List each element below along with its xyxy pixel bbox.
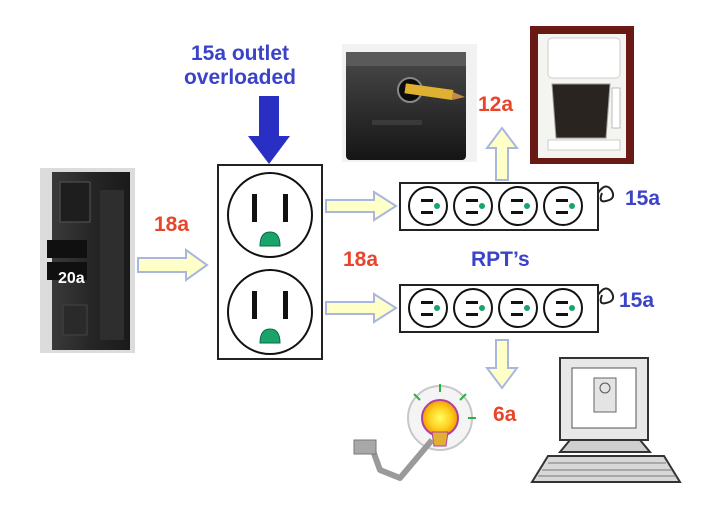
upper-strip-rating-label: 15a <box>625 187 661 210</box>
overload-caption-line2: overloaded <box>183 66 297 89</box>
feed-current-label: 18a <box>154 213 190 236</box>
overload-caption-line1: 15a outlet <box>190 42 290 65</box>
desk-lamp-icon <box>353 384 476 481</box>
outlet-receptacle-top <box>227 172 313 258</box>
strip-cord <box>597 185 615 203</box>
strip-socket <box>453 186 493 226</box>
rpt-caption: RPT’s <box>471 248 530 271</box>
computer-icon <box>530 357 682 483</box>
strip-current-label: 18a <box>343 248 379 271</box>
lower-strip-rating-label: 15a <box>619 289 655 312</box>
breaker-rating-label: 20a <box>58 270 85 287</box>
strip-socket <box>453 288 493 328</box>
strip-socket <box>408 288 448 328</box>
strip-socket <box>498 288 538 328</box>
strip-socket <box>543 288 583 328</box>
lamp-current-label: 6a <box>493 403 517 426</box>
flow-arrow-to-coffee-maker <box>485 126 519 181</box>
outlet-receptacle-bottom <box>227 269 313 355</box>
coffee-current-label: 12a <box>478 93 514 116</box>
circuit-breaker-icon <box>40 168 135 353</box>
flow-arrow-breaker-to-outlet <box>137 248 209 282</box>
coffee-maker-icon <box>530 26 634 164</box>
flow-arrow-to-lamp <box>485 339 519 390</box>
strip-socket <box>408 186 448 226</box>
strip-socket <box>543 186 583 226</box>
power-strip-upper <box>399 182 615 231</box>
overload-caption: 15a outlet overloaded <box>170 42 310 90</box>
pencil-sharpener-icon <box>342 44 477 162</box>
flow-arrow-outlet-to-upper-strip <box>325 190 398 222</box>
strip-socket <box>498 186 538 226</box>
overload-arrow <box>248 96 290 164</box>
flow-arrow-outlet-to-lower-strip <box>325 292 398 324</box>
strip-cord <box>597 287 615 305</box>
duplex-outlet-icon <box>217 164 323 360</box>
power-strip-lower <box>399 284 615 333</box>
